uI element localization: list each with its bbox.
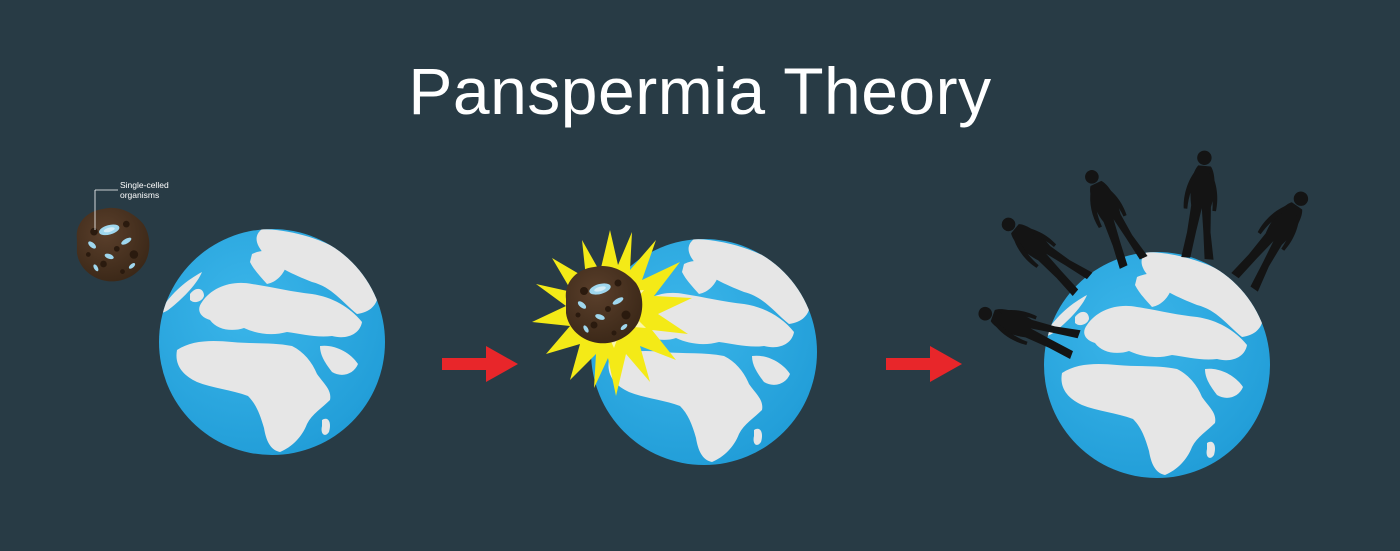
figure-leaning-icon [1229,183,1320,292]
earth-globe-3 [1044,252,1270,478]
meteor-label-callout: Single-celled organisms [94,180,169,230]
stage-3-life-evolving [973,149,1320,478]
arrow-icon-2 [886,346,962,382]
meteor-label-line1: Single-celled [120,180,169,190]
figure-walking-icon [1179,149,1223,260]
diagram-title: Panspermia Theory [408,54,992,128]
stage-2-meteor-impact [532,230,817,465]
figure-stooping-icon [1074,163,1148,270]
arrow-icon-1 [442,346,518,382]
earth-globe-1 [159,229,385,455]
figure-crouching-icon [993,207,1093,298]
meteor-with-organisms [76,207,150,282]
meteor-label-line2: organisms [120,190,159,200]
stage-1-meteor-approaching: Single-celled organisms [76,180,385,455]
